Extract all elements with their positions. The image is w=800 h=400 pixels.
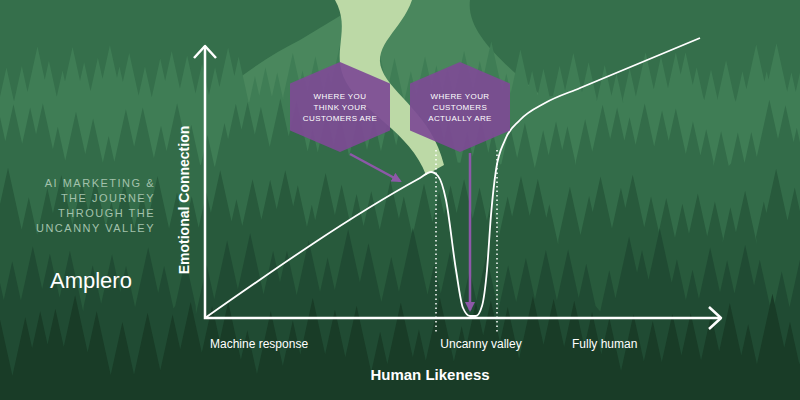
forest [0,168,800,400]
axis-arrow [709,307,721,329]
axis-tick-label: Fully human [572,337,637,351]
axis-title: Human Likeness [370,366,489,383]
axis-tick-label: Uncanny valley [440,337,521,351]
hexagon-content: WHERE YOUR CUSTOMERS ACTUALLY ARE [410,62,510,152]
hexagon-content: WHERE YOU THINK YOUR CUSTOMERS ARE [290,62,390,152]
pointer-arrow [469,153,472,310]
hexagon-callout: WHERE YOUR CUSTOMERS ACTUALLY ARE [410,62,510,152]
hexagon-callout: WHERE YOU THINK YOUR CUSTOMERS ARE [290,62,390,152]
axis-tick-label: Machine response [210,337,308,351]
logo-text: Amplero [50,268,132,294]
title-text: AI MARKETING & THE JOURNEY THROUGH THE U… [15,176,155,236]
callout-text: WHERE YOUR CUSTOMERS ACTUALLY ARE [422,91,498,124]
tree-row [0,228,800,400]
hexagon-fill [290,62,390,152]
curve [205,38,700,318]
chart [194,38,721,333]
dotted-line [435,150,437,333]
axis-arrow [194,46,216,58]
callout-text: WHERE YOU THINK YOUR CUSTOMERS ARE [302,91,378,124]
axis-title: Emotional Connection [176,126,192,275]
axis [205,46,721,318]
dotted-line [496,150,498,333]
tree-row [0,294,800,400]
hexagon-fill [410,62,510,152]
pointer-arrow [350,154,400,181]
